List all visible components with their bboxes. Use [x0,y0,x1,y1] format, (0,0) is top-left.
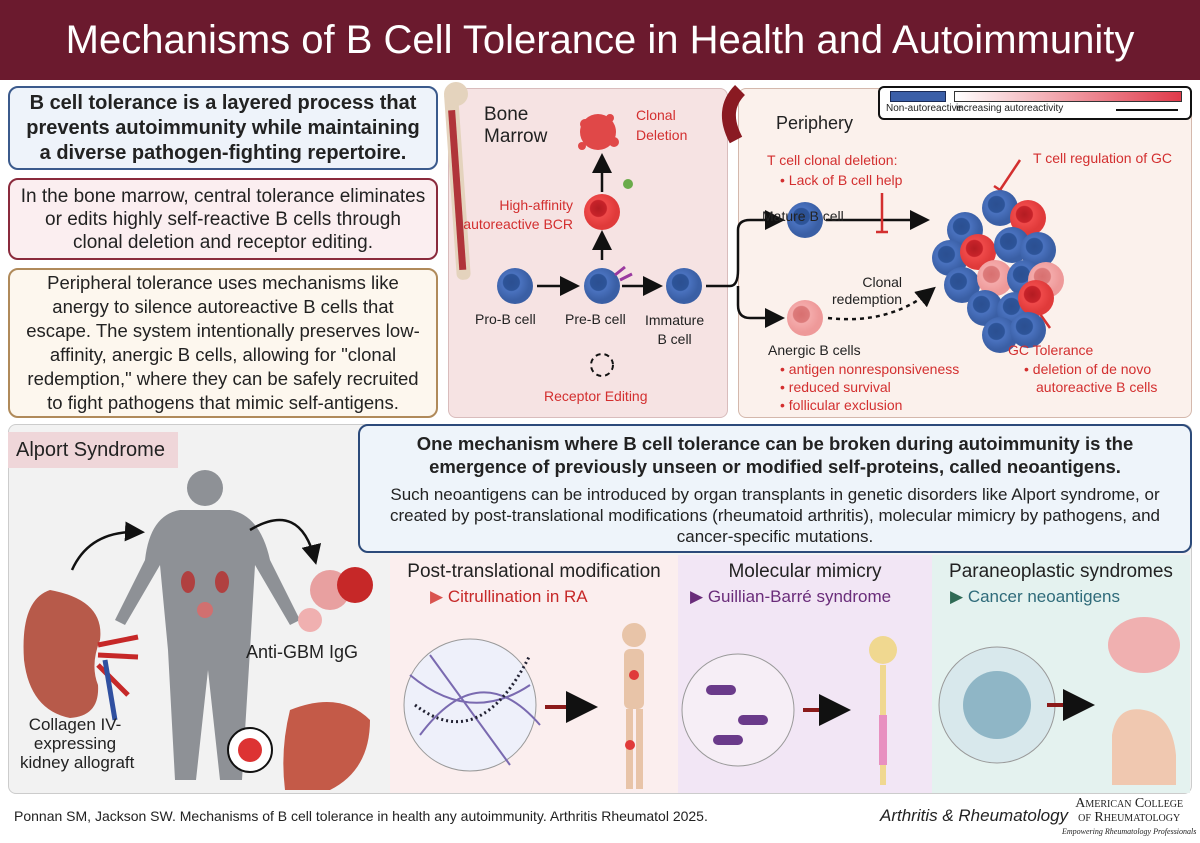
periphery-title: Periphery [776,113,854,133]
bacteria-icon [706,685,768,745]
clonal-deletion-label-2: Deletion [636,127,688,143]
arrow-right-icon [1116,109,1178,111]
anergic-bullet: • follicular exclusion [780,397,903,413]
neoantigen-body: Such neoantigens can be introduced by or… [389,485,1161,546]
anergic-b-cell [787,300,823,336]
inhibition-icon [876,193,888,234]
legend-gradient [954,91,1182,102]
tumor-icon [963,671,1031,739]
panel-paraneoplastic-subtitle: ▶ Cancer neoantigens [950,587,1120,606]
bone-marrow-title-2: Marrow [484,126,548,147]
bone-marrow-diagram [444,82,702,377]
triangle-icon: ▶ [430,587,444,606]
receptor-editing-icon [590,353,614,377]
panel-mimicry: Molecular mimicry ▶ Guillian-Barré syndr… [678,555,932,793]
clonal-redemption-label: Clonal [862,274,903,290]
legend-non-autoreactive: Non-autoreactive [886,103,963,114]
kidney-section-icon [283,702,370,790]
paraneoplastic-illustration [938,617,1180,785]
citation: Ponnan SM, Jackson SW. Mechanisms of B c… [14,808,708,824]
skeleton-icon [622,623,646,789]
panel-paraneoplastic-title: Paraneoplastic syndromes [949,561,1173,582]
triangle-icon: ▶ [950,587,964,606]
t-cell-deletion-label: T cell clonal deletion: [767,152,898,168]
t-cell-deletion-bullet: • Lack of B cell help [780,172,903,188]
panel-ptm-title: Post-translational modification [407,561,661,582]
mimicry-illustration [681,636,897,785]
gc-tolerance-title: GC Tolerance [1008,342,1094,358]
acr-logo-line2: of Rheumatology [1078,810,1181,825]
triangle-icon: ▶ [690,587,704,606]
anergic-title: Anergic B cells [768,342,861,358]
panel-ptm-subtitle: ▶ Citrullination in RA [430,587,588,606]
t-cell-regulation-label: T cell regulation of GC [1033,150,1173,166]
alport-illustration [23,470,373,790]
high-affinity-label-2: autoreactive BCR [463,216,573,232]
mature-b-cell [787,202,823,238]
allograft-label-2: expressing [33,734,117,753]
legend-swatch-non-autoreactive [890,91,946,102]
acr-logo: American College of Rheumatology Empower… [1062,797,1196,839]
anti-gbm-label: Anti-GBM IgG [246,642,359,662]
receptor-editing-label: Receptor Editing [544,388,648,404]
pre-b-label: Pre-B cell [565,311,626,327]
bone-marrow-title: Bone [484,104,529,125]
neoantigen-box: One mechanism where B cell tolerance can… [358,424,1192,553]
periphery-diagram [706,85,1064,353]
gc-bullet: deletion of de novo [1032,361,1152,377]
summary-box-layered: B cell tolerance is a layered process th… [8,86,438,170]
t-cell-deletion-bullet-text: Lack of B cell help [788,172,903,188]
allograft-label: Collagen IV- [28,715,122,734]
summary-box-central: In the bone marrow, central tolerance el… [8,178,438,260]
ptm-illustration [403,623,646,789]
panel-paraneoplastic: Paraneoplastic syndromes ▶ Cancer neoant… [932,555,1190,793]
blood-vessel-icon [722,85,746,144]
acr-logo-line3: Empowering Rheumatology Professionals [1062,827,1197,836]
anergic-bullet: • reduced survival [780,379,891,395]
journal-logo: Arthritis & Rheumatology [880,806,1069,825]
page-title: Mechanisms of B Cell Tolerance in Health… [0,0,1200,80]
neuron-icon [869,636,897,785]
pro-b-label: Pro-B cell [475,311,536,327]
mature-b-label: Mature B cell [762,208,844,224]
summary-box-peripheral: Peripheral tolerance uses mechanisms lik… [8,268,438,418]
bone-icon [444,82,471,280]
human-body-icon [115,470,300,780]
legend: Non-autoreactive increasing autoreactivi… [878,86,1192,120]
neoantigen-heading: One mechanism where B cell tolerance can… [416,433,1134,477]
acr-logo-line1: American College [1075,796,1184,811]
pre-b-cell [584,268,620,304]
clonal-deletion-icon [578,114,619,150]
panel-mimicry-subtitle: ▶ Guillian-Barré syndrome [690,587,892,606]
glomerulus-icon [298,567,373,632]
panel-mimicry-title: Molecular mimicry [728,561,882,582]
anergic-bullet: • antigen nonresponsiveness [780,361,960,377]
immature-b-label: Immature [645,312,705,328]
legend-increasing: increasing autoreactivity [956,103,1064,114]
hand-icon [1112,709,1176,785]
kidney-icon [23,590,139,721]
autoreactive-cell [584,194,620,230]
high-affinity-label: High-affinity [499,197,573,213]
immature-b-label-2: B cell [657,331,692,347]
panel-ptm: Post-translational modification ▶ Citrul… [390,555,678,793]
clonal-deletion-label: Clonal [636,107,676,123]
allograft-label-3: kidney allograft [20,753,135,772]
gc-bullet-2: autoreactive B cells [1036,379,1158,395]
germinal-center [932,190,1064,353]
pro-b-cell [497,268,533,304]
brain-icon [1108,617,1180,673]
immature-b-cell [666,268,702,304]
clonal-redemption-label-2: redemption [832,291,903,307]
alport-label: Alport Syndrome [8,432,178,468]
